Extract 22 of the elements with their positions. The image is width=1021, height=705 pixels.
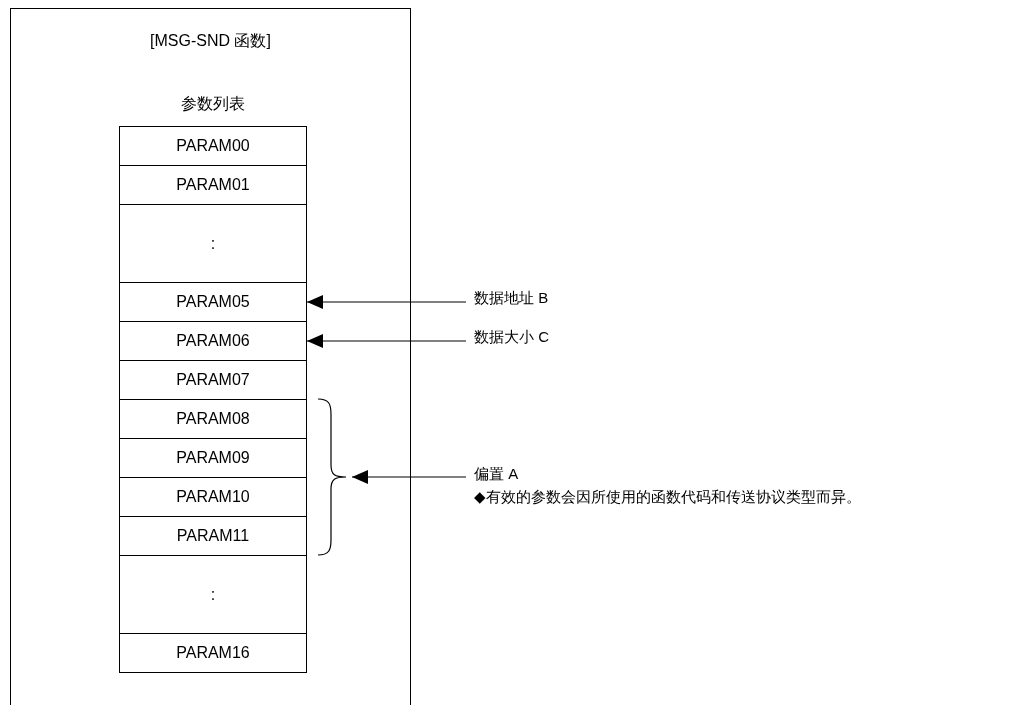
callout-text: 偏置 A [474,465,519,484]
note-text: ◆有效的参数会因所使用的函数代码和传送协议类型而异。 [474,488,861,507]
parameter-row: PARAM08 [119,399,307,439]
frame-title: [MSG-SND 函数] [149,31,272,51]
parameter-row: PARAM09 [119,438,307,478]
arrow [306,295,467,309]
parameter-row: PARAM00 [119,126,307,166]
function-frame [10,8,411,705]
parameter-row: PARAM10 [119,477,307,517]
parameter-row: PARAM11 [119,516,307,556]
arrow [306,334,467,348]
parameter-row: : [119,555,307,634]
arrow [351,470,467,484]
callout-text: 数据地址 B [474,289,549,308]
parameter-row: PARAM05 [119,282,307,322]
parameter-row: PARAM16 [119,633,307,673]
parameter-row: PARAM01 [119,165,307,205]
parameter-row: : [119,204,307,283]
table-heading: 参数列表 [180,94,246,114]
parameter-row: PARAM07 [119,360,307,400]
parameter-row: PARAM06 [119,321,307,361]
callout-text: 数据大小 C [474,328,549,347]
